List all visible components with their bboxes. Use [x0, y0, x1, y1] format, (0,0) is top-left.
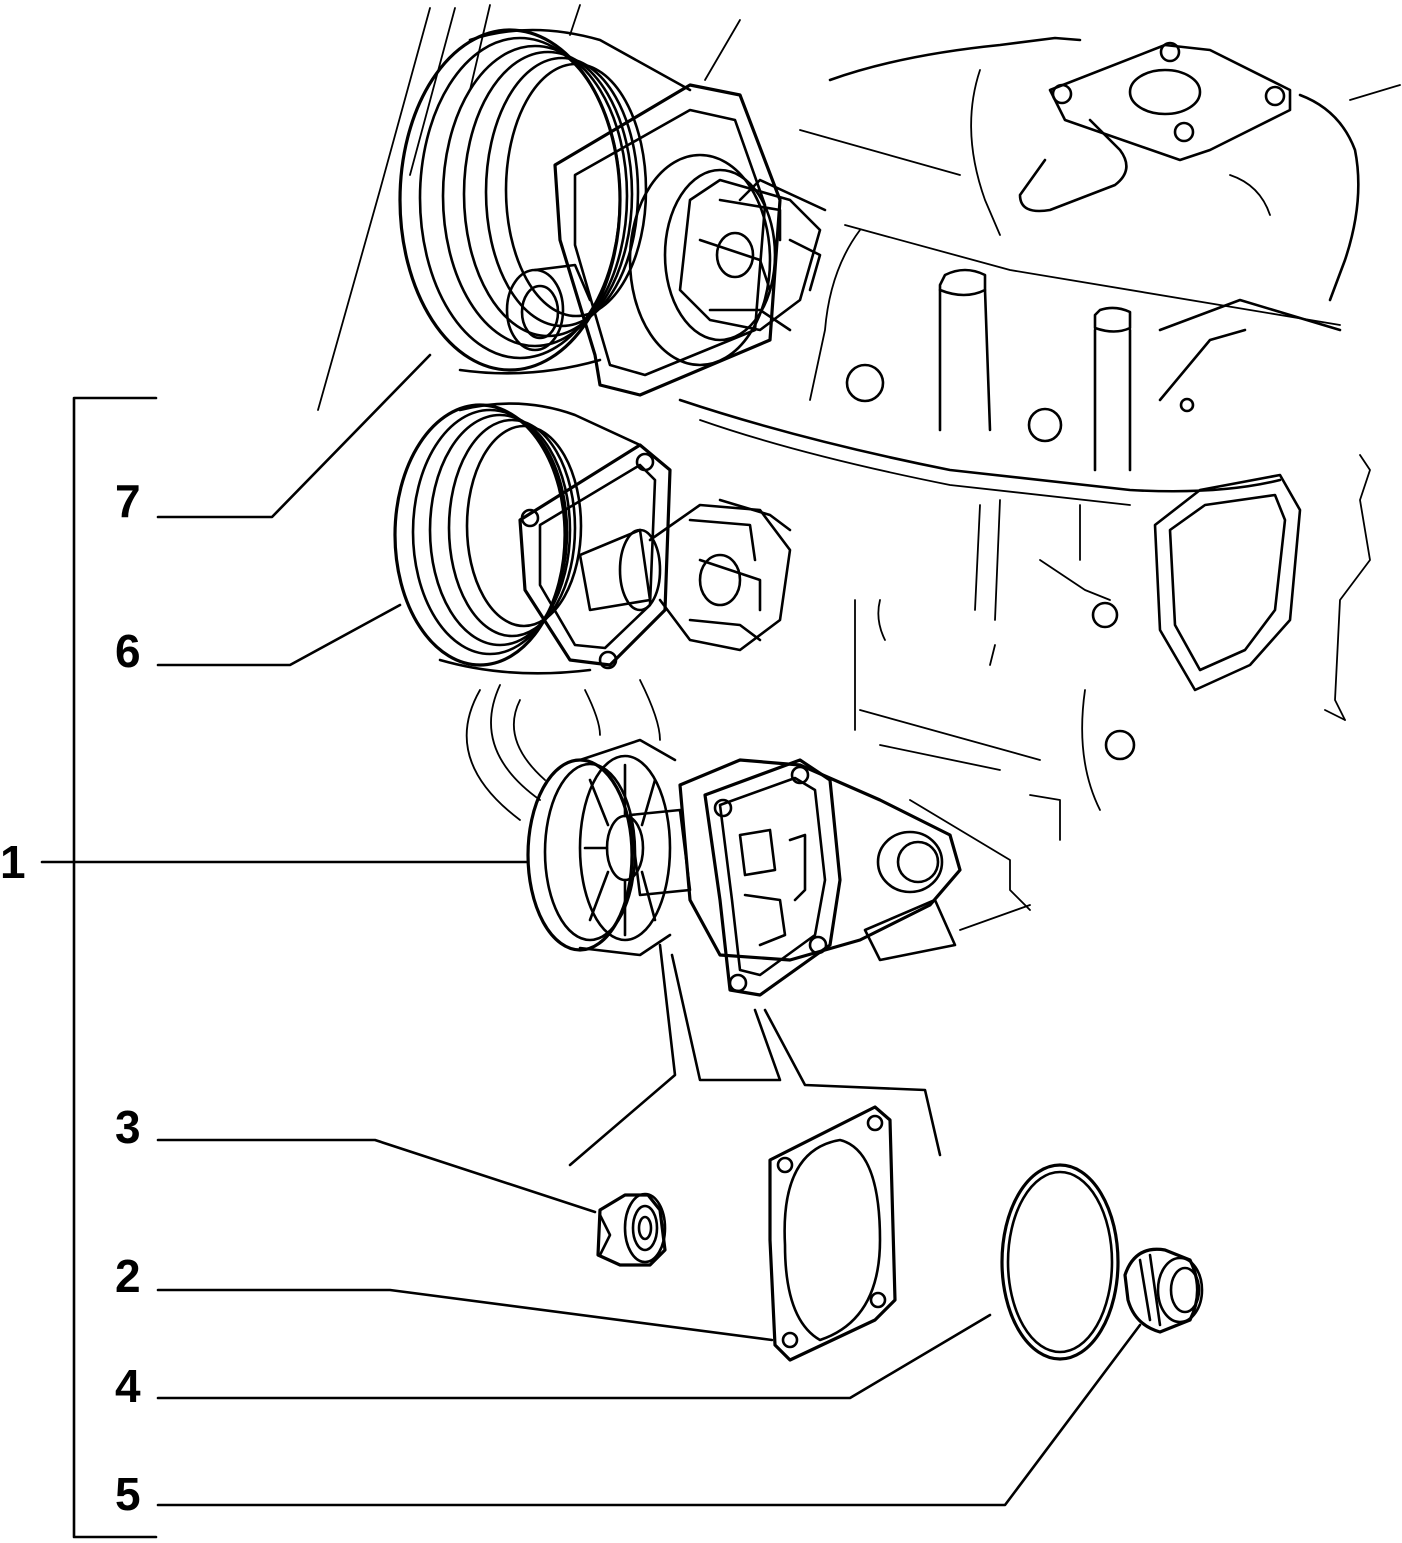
- explode-guide-2: [670, 953, 782, 1082]
- explode-guide-4: [763, 1008, 942, 1157]
- leader-4: [156, 1313, 992, 1400]
- leader-2: [156, 1288, 774, 1342]
- bracket-1: [72, 396, 158, 1539]
- leader-5: [156, 1323, 1142, 1507]
- callout-3: 3: [115, 1101, 141, 1153]
- seal-5: [1123, 1247, 1204, 1334]
- callout-1: 1: [0, 836, 26, 888]
- water-pump-6: [393, 402, 792, 675]
- bearing-3: [596, 1192, 667, 1267]
- water-pump-7: [398, 28, 827, 397]
- leader-3: [156, 1138, 597, 1214]
- callout-5: 5: [115, 1468, 141, 1520]
- engine-block-outline: [317, 4, 1401, 931]
- callout-4: 4: [115, 1360, 141, 1412]
- leader-lines: [40, 353, 1142, 1539]
- callout-7: 7: [115, 475, 141, 527]
- callout-6: 6: [115, 625, 141, 677]
- o-ring-4: [1000, 1163, 1120, 1361]
- leader-6: [156, 603, 402, 667]
- water-pump-1: [526, 738, 962, 997]
- leader-7: [156, 353, 432, 519]
- explode-guide-3: [568, 943, 677, 1167]
- callout-2: 2: [115, 1250, 141, 1302]
- gasket-2: [768, 1105, 897, 1362]
